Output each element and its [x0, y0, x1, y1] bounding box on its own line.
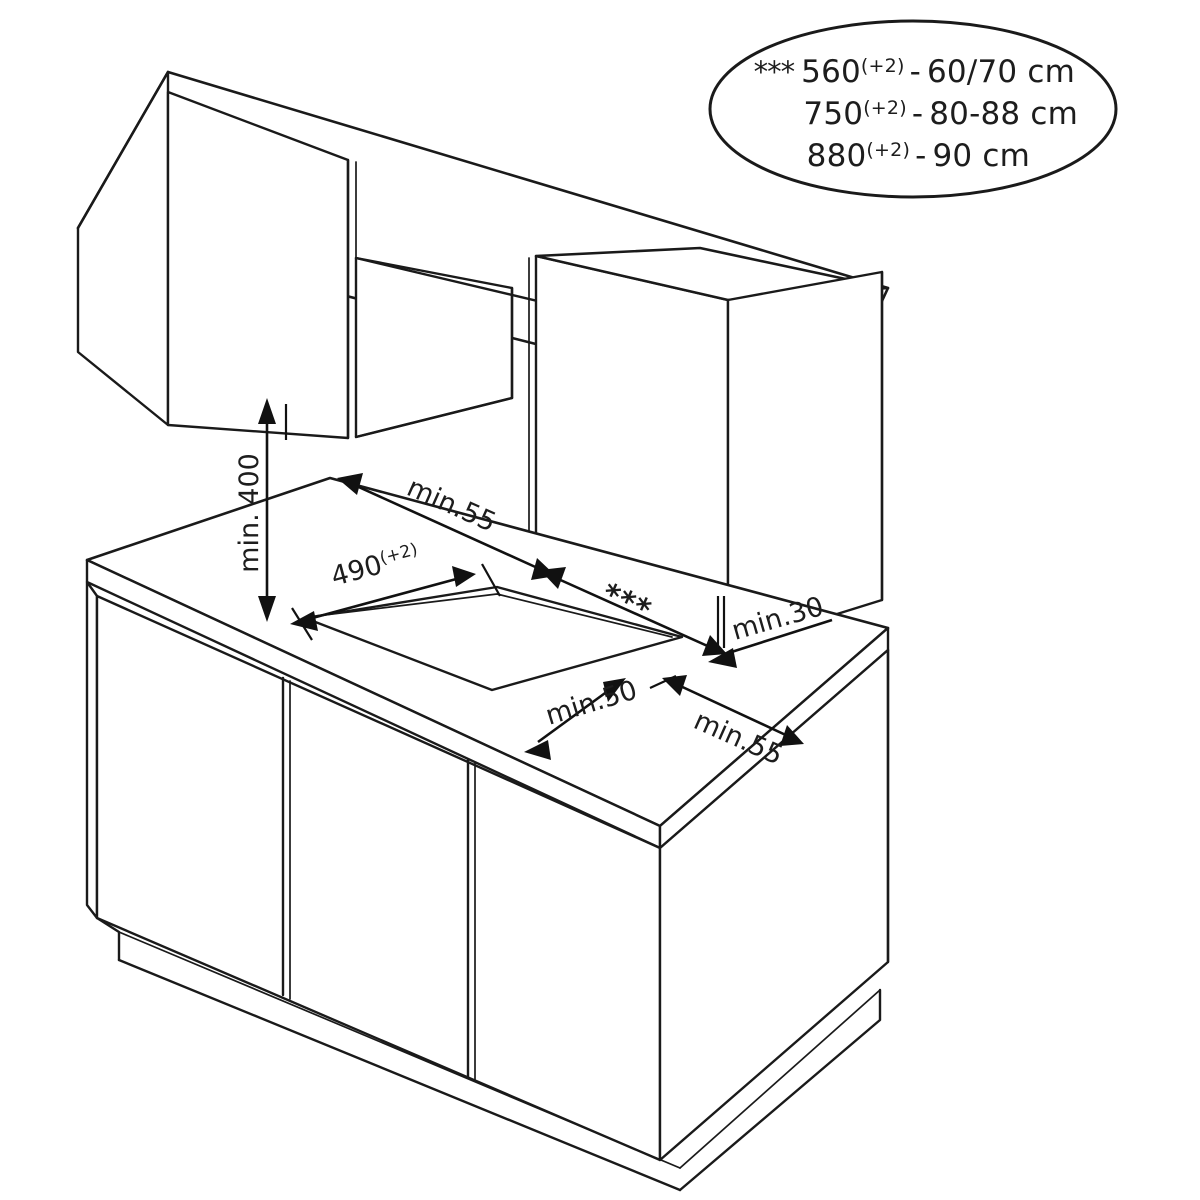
plinth-right-side: [678, 988, 882, 1192]
legend-row-1-range: 60/70 cm: [927, 54, 1075, 90]
legend-row-1-separator: -: [910, 54, 921, 90]
dimension-star-arrow-left: [540, 567, 566, 589]
wall-cabinet-left-end-face: [76, 70, 170, 427]
dimension-min-400-arrow-top: [258, 398, 276, 424]
base-unit-group: [85, 476, 890, 1192]
plinth-right-inner-edge: [679, 989, 881, 1169]
wall-cabinet-group: [76, 70, 890, 650]
dimension-cutout-490-arrow-right: [452, 566, 476, 587]
dimension-min-50-arrow-lower: [524, 740, 551, 760]
legend-row-3-separator: -: [915, 138, 926, 174]
base-cabinet-left-side-face: [85, 580, 99, 920]
legend-row-1-width: 560: [801, 54, 861, 90]
dimension-front-min-55-arrow-right: [780, 725, 804, 746]
legend-row-3-range: 90 cm: [932, 138, 1030, 174]
dimension-min-30-line: [721, 618, 833, 657]
dimension-rear-min-55-arrow-left: [337, 473, 363, 495]
plinth-front-top-edge: [117, 958, 682, 1192]
legend-row-1-tolerance: (+2): [861, 55, 905, 77]
dimension-cutout-490-line: [304, 576, 461, 622]
dimension-star-arrow-right: [702, 635, 727, 656]
wall-cabinet-back-top-edge: [76, 70, 170, 230]
legend-row-1: ***560(+2)-60/70 cm: [754, 54, 1075, 90]
dimension-min-50-line: [537, 686, 613, 744]
legend-row-2: 750(+2)-80-88 cm: [803, 96, 1078, 132]
hood-recess-panel: [354, 256, 514, 439]
legend-row-3-width: 880: [807, 138, 867, 174]
hob-cutout-rim: [315, 593, 673, 638]
dimension-min-400: min. 400: [234, 398, 288, 622]
dimension-rear-min-55-line: [351, 482, 543, 572]
dimension-front-min-55-ext: [649, 675, 677, 689]
legend-row-2-separator: -: [912, 96, 923, 132]
plinth-front-bottom-edge: [118, 931, 681, 1169]
dimension-min-50-arrow-upper: [603, 678, 626, 702]
legend-row-2-width: 750: [803, 96, 863, 132]
legend-row-3: 880(+2)-90 cm: [807, 138, 1030, 174]
dimension-min-30-arrow-left: [708, 648, 737, 668]
dimension-front-min-55-line: [675, 682, 791, 739]
dimension-cutout-490-ext-left: [291, 607, 313, 641]
dimension-min-400-arrow-bottom: [258, 596, 276, 622]
legend-row-1-stars: ***: [754, 55, 795, 89]
dimension-star-line: [555, 576, 713, 650]
legend-row-2-range: 80-88 cm: [929, 96, 1078, 132]
dimension-cutout-490-arrow-left: [290, 611, 318, 631]
legend-row-2-tolerance: (+2): [863, 97, 907, 119]
dimension-min-400-label: min. 400: [234, 453, 265, 573]
legend-row-3-tolerance: (+2): [866, 139, 910, 161]
hood-recess-bottom-edge: [354, 396, 514, 439]
hob-cutout: [303, 585, 684, 692]
dimension-cutout-490-ext-right: [481, 563, 501, 597]
legend-ellipse-outline: [708, 19, 1118, 199]
legend-ellipse-group: ***560(+2)-60/70 cm 750(+2)-80-88 cm 880…: [708, 19, 1118, 199]
